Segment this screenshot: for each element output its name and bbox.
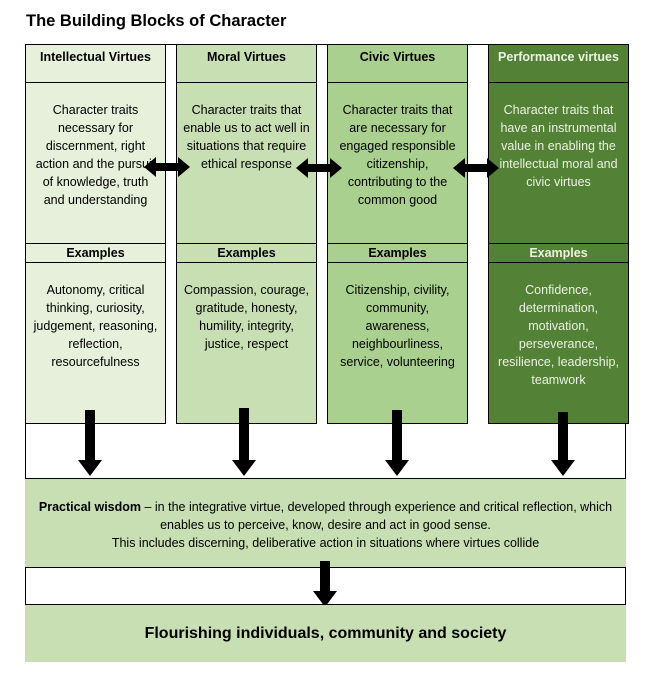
practical-wisdom-box: Practical wisdom – in the integrative vi… — [25, 478, 626, 568]
examples-list: Citizenship, civility, community, awaren… — [340, 283, 455, 369]
practical-wisdom-text: Practical wisdom – in the integrative vi… — [25, 498, 626, 534]
examples-list: Autonomy, critical thinking, curiosity, … — [33, 283, 158, 369]
column-heading: Intellectual Virtues — [26, 45, 165, 83]
column-heading: Moral Virtues — [177, 45, 316, 83]
down-arrow-icon — [78, 410, 102, 476]
examples-heading: Examples — [177, 243, 316, 263]
examples-list: Confidence, determination, motivation, p… — [498, 283, 619, 387]
column-heading: Performance virtues — [489, 45, 628, 83]
examples-heading: Examples — [489, 243, 628, 263]
double-arrow-icon — [453, 158, 499, 178]
column-description: Character traits that enable us to act w… — [183, 103, 310, 171]
practical-wisdom-definition: – in the integrative virtue, developed t… — [141, 500, 613, 532]
column-moral-virtues: Moral Virtues Character traits that enab… — [176, 44, 317, 424]
examples-list: Compassion, courage, gratitude, honesty,… — [183, 283, 310, 351]
practical-wisdom-line2: This includes discerning, deliberative a… — [111, 536, 540, 550]
down-arrow-icon — [313, 561, 337, 607]
outcome-box: Flourishing individuals, community and s… — [25, 604, 626, 662]
practical-wisdom-lead: Practical wisdom — [38, 500, 141, 514]
column-description: Character traits necessary for discernme… — [35, 103, 156, 207]
examples-heading: Examples — [26, 243, 165, 263]
column-description: Character traits that are necessary for … — [339, 103, 456, 207]
column-intellectual-virtues: Intellectual Virtues Character traits ne… — [25, 44, 166, 424]
double-arrow-icon — [296, 158, 342, 178]
down-arrow-icon — [385, 410, 409, 476]
column-heading: Civic Virtues — [328, 45, 467, 83]
double-arrow-icon — [144, 157, 190, 177]
diagram-title: The Building Blocks of Character — [26, 12, 287, 30]
column-description: Character traits that have an instrument… — [499, 103, 618, 189]
column-civic-virtues: Civic Virtues Character traits that are … — [327, 44, 468, 424]
down-arrow-icon — [551, 412, 575, 476]
down-arrow-icon — [232, 408, 256, 476]
examples-heading: Examples — [328, 243, 467, 263]
column-performance-virtues: Performance virtues Character traits tha… — [488, 44, 629, 424]
